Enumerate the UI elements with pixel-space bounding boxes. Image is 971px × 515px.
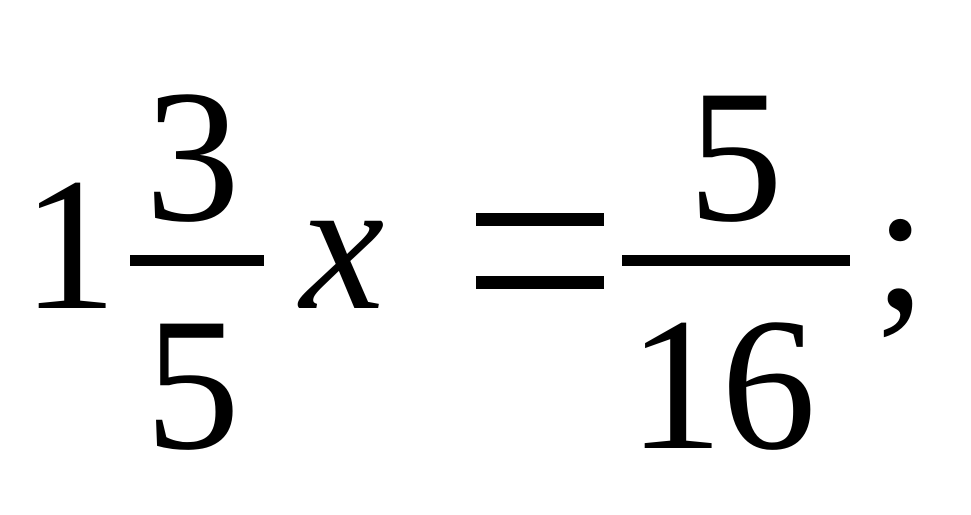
left-fraction-bar xyxy=(130,255,264,266)
equals-top-line xyxy=(476,213,604,226)
whole-number: 1 xyxy=(22,140,117,350)
equals-bottom-line xyxy=(476,276,604,289)
left-fraction-numerator: 3 xyxy=(145,52,240,262)
right-fraction-numerator: 5 xyxy=(688,52,783,262)
right-fraction-bar xyxy=(622,255,850,266)
variable-x: x xyxy=(300,140,385,350)
semicolon: ; xyxy=(874,140,927,350)
equals-sign xyxy=(476,213,604,289)
left-fraction-denominator: 5 xyxy=(145,280,240,490)
right-fraction-denominator: 16 xyxy=(628,280,816,490)
